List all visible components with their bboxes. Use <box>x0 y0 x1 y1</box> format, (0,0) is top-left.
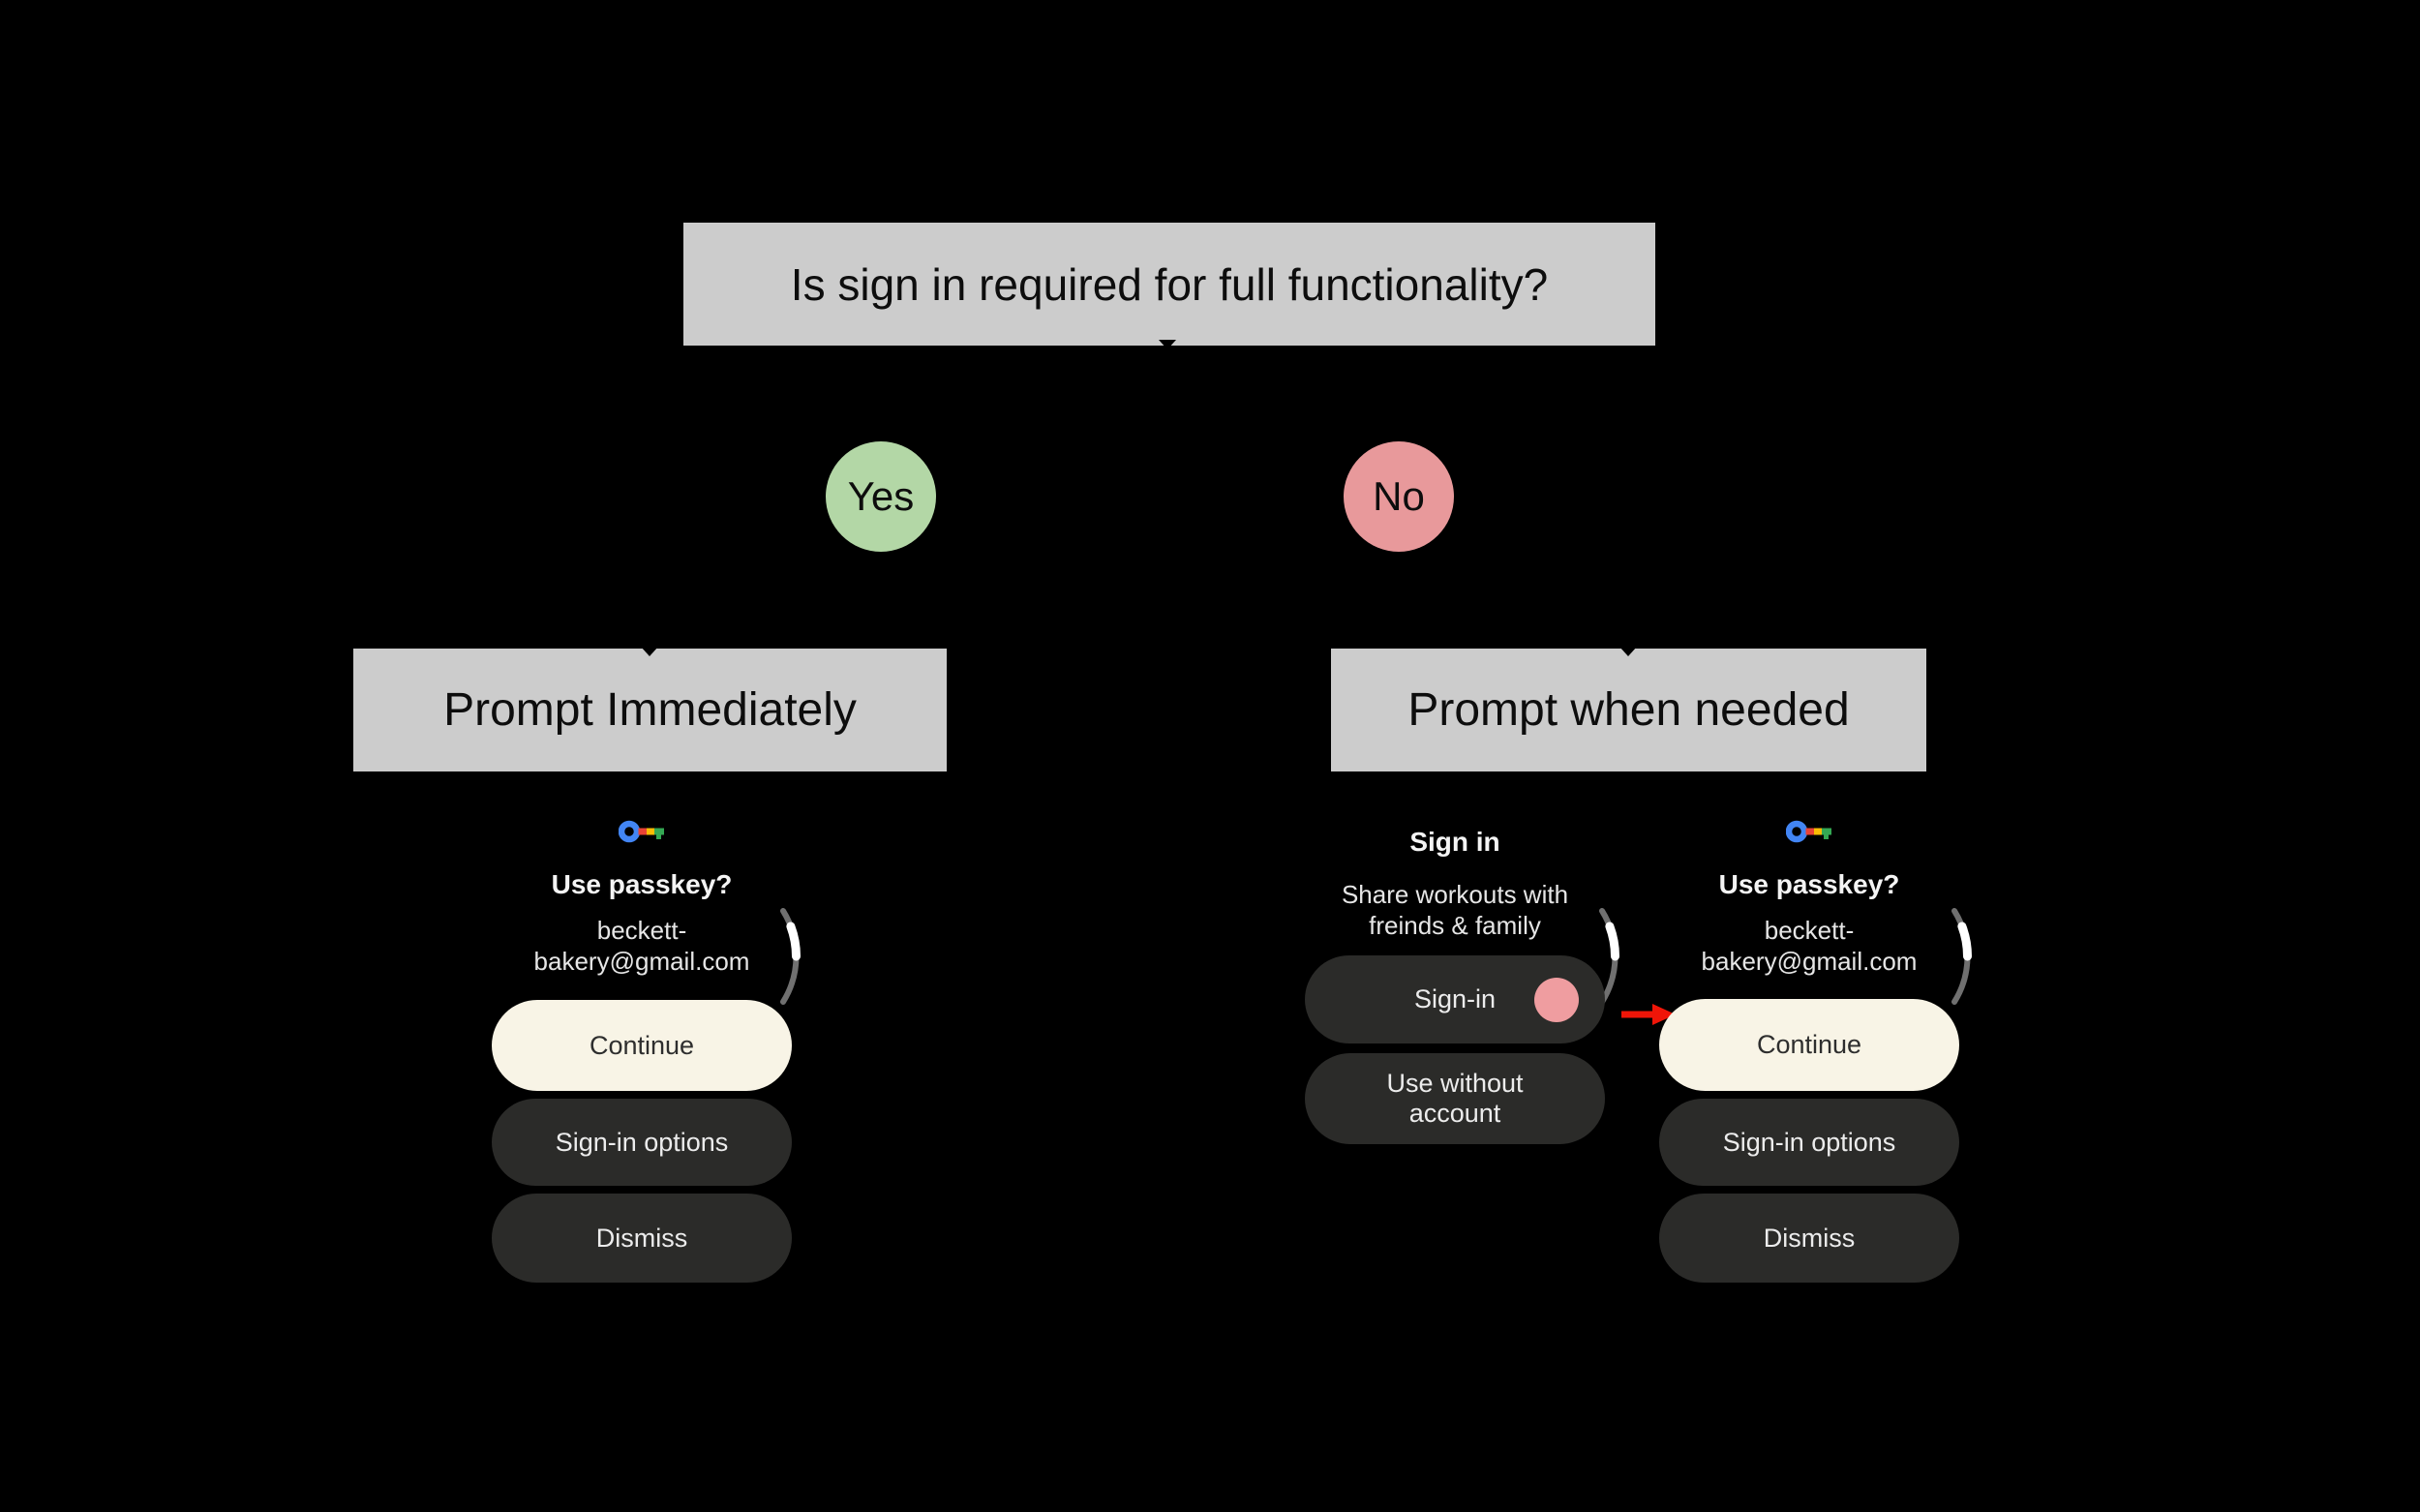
sign-in-options-button[interactable]: Sign-in options <box>492 1099 792 1186</box>
connector-stub <box>1159 340 1176 349</box>
decision-question-box: Is sign in required for full functionali… <box>683 223 1655 346</box>
dismiss-button[interactable]: Dismiss <box>492 1194 792 1283</box>
passkey-screen-title: Use passkey? <box>1718 869 1900 899</box>
dismiss-button[interactable]: Dismiss <box>1659 1194 1959 1283</box>
email-line1: beckett- <box>1764 916 1855 945</box>
description-line2: freinds & family <box>1369 910 1541 940</box>
use-without-line2: account <box>1408 1099 1501 1128</box>
continue-button[interactable]: Continue <box>492 1000 792 1091</box>
use-without-account-button[interactable]: Use without account <box>1305 1053 1605 1144</box>
continue-button[interactable]: Continue <box>1659 999 1959 1091</box>
connector-arrowhead <box>1619 647 1637 656</box>
description-line1: Share workouts with <box>1341 880 1569 909</box>
passkey-key-icon <box>619 820 664 843</box>
signin-description: Share workouts with freinds & family <box>1310 880 1600 941</box>
email-line2: bakery@gmail.com <box>533 946 750 976</box>
red-arrow-icon <box>1621 1004 1676 1025</box>
email-line1: beckett- <box>596 916 687 945</box>
pink-status-dot <box>1534 978 1579 1022</box>
email-line2: bakery@gmail.com <box>1701 946 1918 976</box>
signin-screen-title: Sign in <box>1409 827 1500 857</box>
no-node: No <box>1344 441 1454 552</box>
passkey-key-icon <box>1786 820 1831 843</box>
outcome-prompt-immediately-box: Prompt Immediately <box>353 649 947 771</box>
outcome-prompt-when-needed-box: Prompt when needed <box>1331 649 1926 771</box>
account-email: beckett- bakery@gmail.com <box>1616 916 2003 977</box>
scroll-indicator[interactable] <box>776 908 805 1005</box>
sign-in-button-label: Sign-in <box>1413 984 1497 1013</box>
scroll-indicator[interactable] <box>1948 908 1977 1005</box>
yes-node: Yes <box>826 441 936 552</box>
scroll-indicator[interactable] <box>1595 908 1624 1005</box>
passkey-screen-title: Use passkey? <box>551 869 733 899</box>
sign-in-options-button[interactable]: Sign-in options <box>1659 1099 1959 1186</box>
sign-in-button[interactable]: Sign-in <box>1305 955 1605 1043</box>
connector-arrowhead <box>641 647 658 656</box>
use-without-line1: Use without <box>1386 1069 1524 1098</box>
account-email: beckett- bakery@gmail.com <box>448 916 835 977</box>
